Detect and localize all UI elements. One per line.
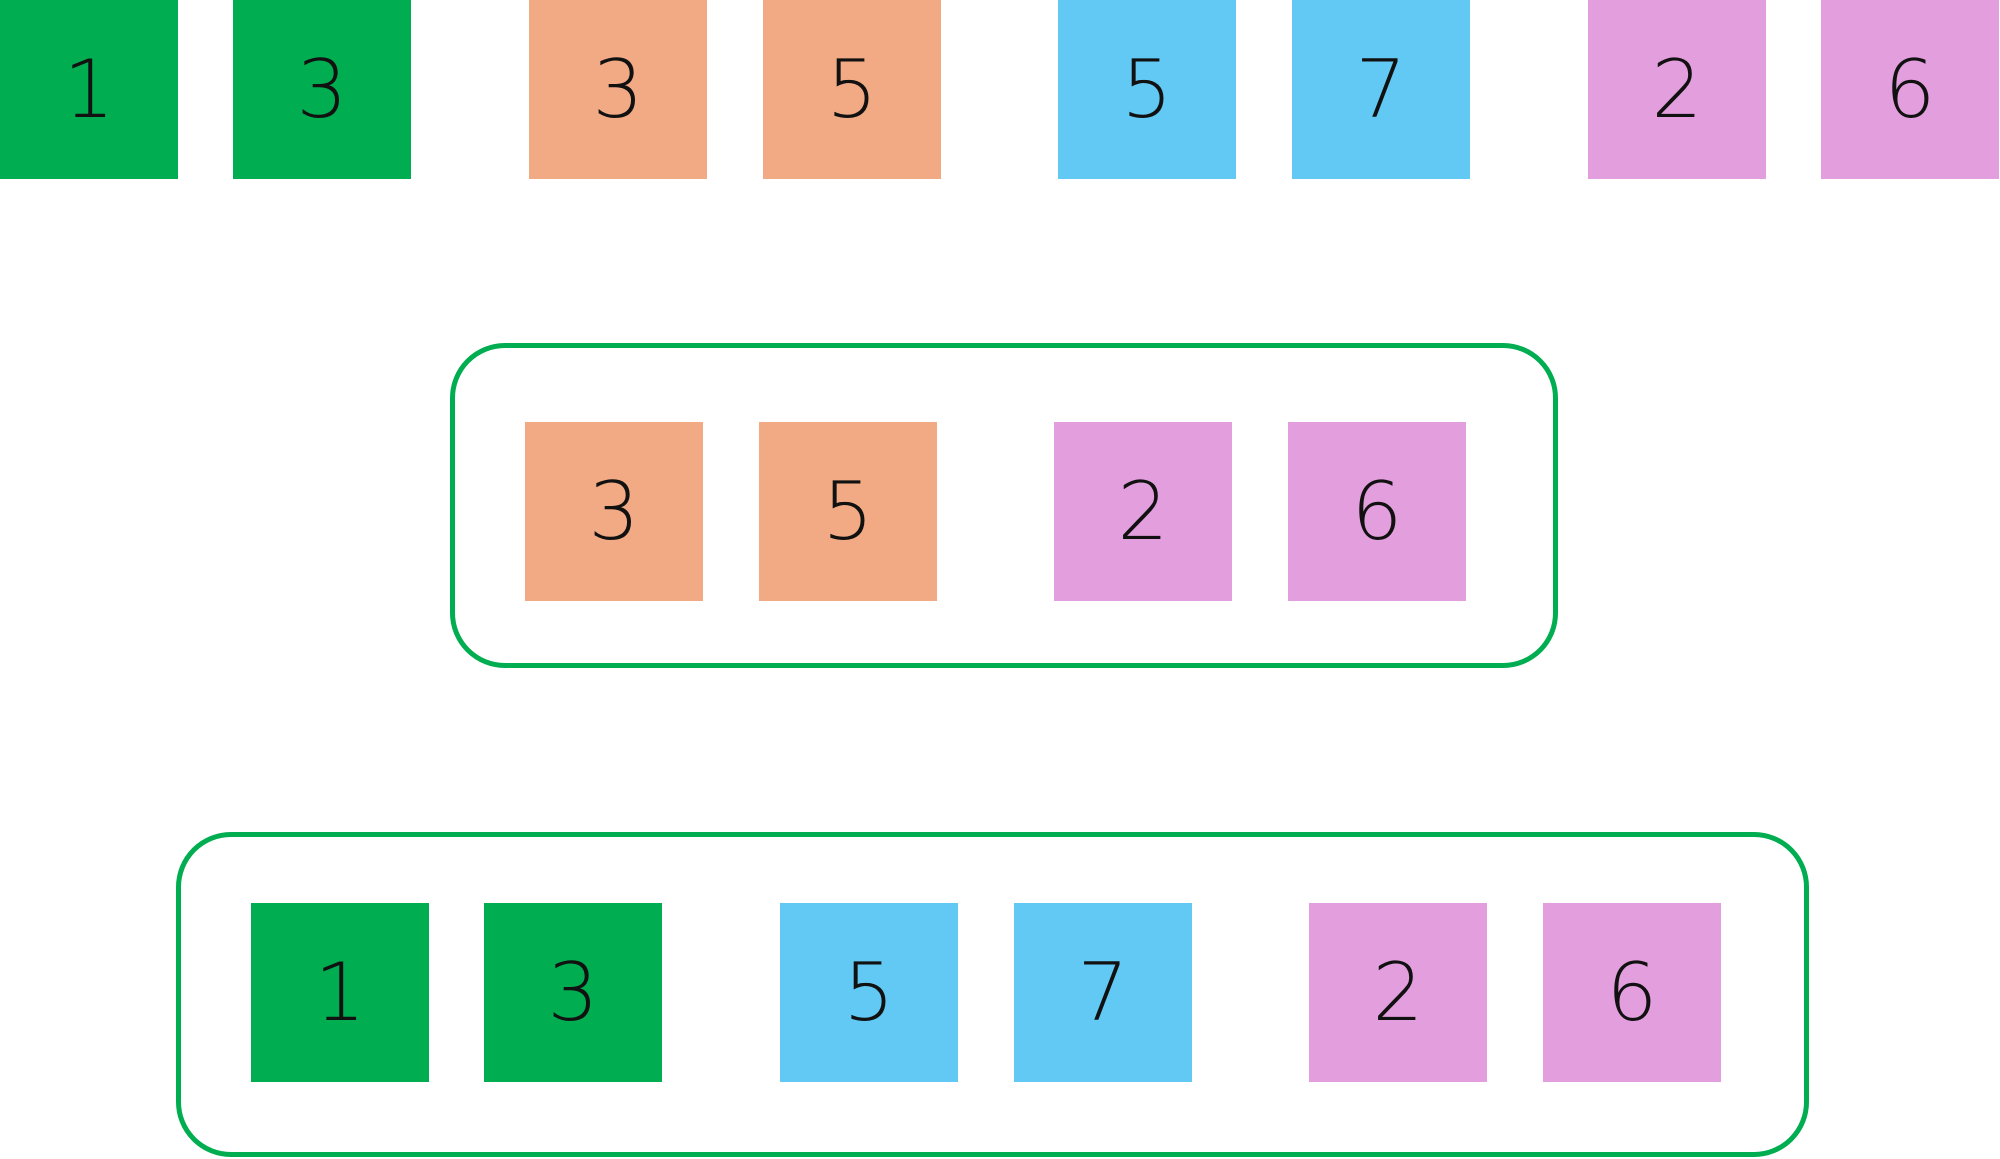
tile-bottom-2: 3 xyxy=(484,903,662,1082)
tile-top-3: 3 xyxy=(529,0,707,179)
tile-bottom-4: 7 xyxy=(1014,903,1192,1082)
tile-top-6: 7 xyxy=(1292,0,1470,179)
merged-group-box-bottom xyxy=(176,832,1809,1157)
tile-bottom-3: 5 xyxy=(780,903,958,1082)
tile-top-5: 5 xyxy=(1058,0,1236,179)
tile-middle-4: 6 xyxy=(1288,422,1466,601)
tile-middle-2: 5 xyxy=(759,422,937,601)
tile-middle-3: 2 xyxy=(1054,422,1232,601)
tile-top-7: 2 xyxy=(1588,0,1766,179)
tile-bottom-6: 6 xyxy=(1543,903,1721,1082)
tile-bottom-1: 1 xyxy=(251,903,429,1082)
tile-middle-1: 3 xyxy=(525,422,703,601)
merged-group-box-middle xyxy=(450,343,1558,668)
tile-top-8: 6 xyxy=(1821,0,1999,179)
tile-top-1: 1 xyxy=(0,0,178,179)
tile-bottom-5: 2 xyxy=(1309,903,1487,1082)
tile-top-4: 5 xyxy=(763,0,941,179)
tile-top-2: 3 xyxy=(233,0,411,179)
